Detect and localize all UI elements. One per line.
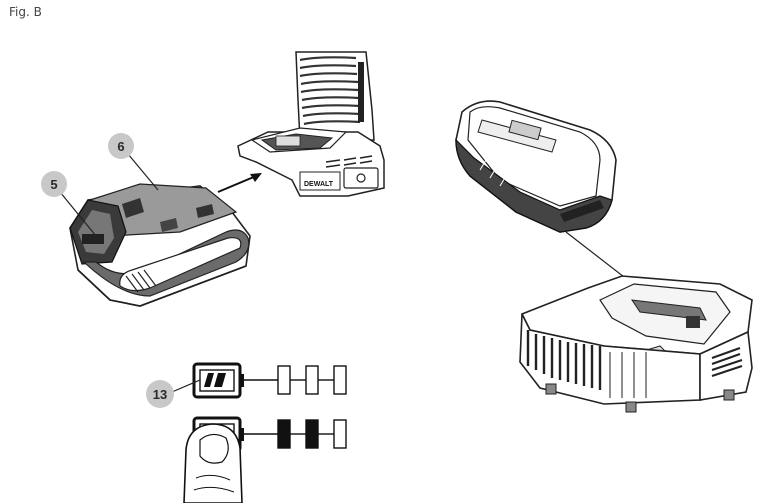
charge-segment-2 (305, 419, 319, 449)
callout-6: 6 (108, 133, 159, 191)
handle-side-strip (358, 62, 364, 122)
insert-arrow (217, 173, 262, 193)
charge-segment-1 (277, 419, 291, 449)
release-button (82, 234, 104, 244)
finger-illustration (183, 423, 243, 503)
charger-illustration (519, 275, 753, 413)
handle-grip-ribs (299, 56, 361, 126)
battery-inverted-illustration (455, 100, 617, 233)
fuel-gauge-top-row (192, 362, 347, 399)
battery-pack-illustration (69, 183, 251, 307)
callout-5-label: 5 (50, 177, 57, 192)
battery-release-button (343, 167, 379, 189)
charge-segment-3 (333, 419, 347, 449)
figure-label: Fig. B (9, 5, 42, 19)
drill-illustration: DEWALT (237, 51, 385, 197)
charger-contact-block (686, 316, 700, 328)
dewalt-logo: DEWALT (304, 181, 334, 188)
charge-segment-1 (277, 365, 291, 395)
charge-segment-2 (305, 365, 319, 395)
callout-13: 13 (146, 379, 201, 408)
charge-segment-3 (333, 365, 347, 395)
callout-5: 5 (41, 171, 97, 237)
callout-6-label: 6 (117, 139, 124, 154)
callout-13-label: 13 (153, 387, 167, 402)
